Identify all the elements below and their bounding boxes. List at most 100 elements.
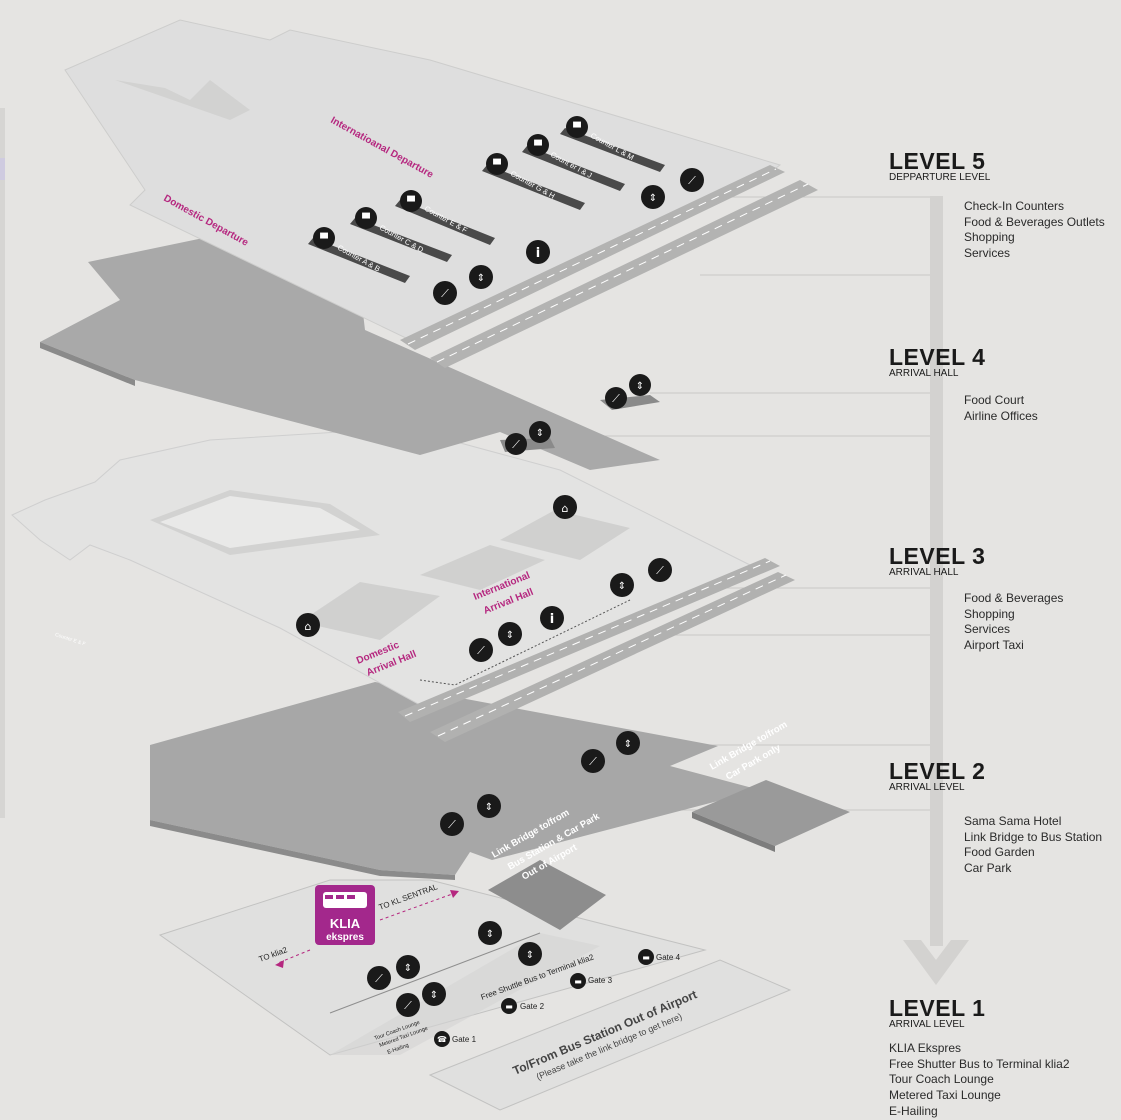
- level-3-heading: LEVEL 3 ARRIVAL HALL: [889, 545, 985, 579]
- level-5-list: Check-In Counters Food & Beverages Outle…: [964, 199, 1105, 262]
- information-icon[interactable]: i: [540, 606, 564, 630]
- level-1-item: Metered Taxi Lounge: [889, 1088, 1001, 1103]
- gate2-label: Gate 2: [520, 1002, 545, 1011]
- escalator-icon[interactable]: ⟋: [433, 281, 457, 305]
- gate3-label: Gate 3: [588, 976, 613, 985]
- check-in-counter-icon[interactable]: ▀: [566, 116, 588, 138]
- surau-icon[interactable]: ⌂: [553, 495, 577, 519]
- level-4-item: Food Court: [964, 393, 1025, 407]
- check-in-counter-icon[interactable]: ▀: [527, 134, 549, 156]
- klia-ekspres-logo: KLIA ekspres: [315, 885, 375, 945]
- level-4-list: Food Court Airline Offices: [964, 393, 1038, 424]
- svg-text:⌂: ⌂: [305, 620, 312, 633]
- svg-text:▀: ▀: [406, 195, 415, 208]
- check-in-counter-icon[interactable]: ▀: [313, 227, 335, 249]
- level-2-item: Link Bridge to Bus Station: [964, 829, 1103, 844]
- level-4-subtitle: ARRIVAL HALL: [889, 368, 959, 379]
- level-5-item: Check-In Counters: [964, 199, 1065, 213]
- level-5-subtitle: DEPPARTURE LEVEL: [889, 172, 991, 183]
- lift-icon[interactable]: ⇕: [396, 955, 420, 979]
- check-in-counter-icon[interactable]: ▀: [400, 190, 422, 212]
- svg-text:⇕: ⇕: [618, 581, 626, 592]
- check-in-counter-icon[interactable]: ▀: [355, 207, 377, 229]
- level-4-item: Airline Offices: [964, 408, 1038, 423]
- escalator-icon[interactable]: ⟋: [367, 966, 391, 990]
- svg-text:⇕: ⇕: [649, 193, 657, 204]
- level-2-list: Sama Sama Hotel Link Bridge to Bus Stati…: [964, 814, 1102, 877]
- level-4-title: LEVEL 4: [889, 344, 986, 370]
- level-1-item: KLIA Ekspres: [889, 1041, 962, 1055]
- svg-text:⇕: ⇕: [486, 929, 494, 940]
- level-5-heading: LEVEL 5 DEPPARTURE LEVEL: [889, 150, 990, 184]
- level-1-title: LEVEL 1: [889, 995, 986, 1021]
- svg-text:⇕: ⇕: [506, 630, 514, 641]
- bus-icon[interactable]: ▬: [570, 973, 586, 989]
- bus-icon[interactable]: ▬: [501, 998, 517, 1014]
- level-3-floor: [11, 427, 795, 742]
- gate4-label: Gate 4: [656, 953, 681, 962]
- taxi-icon[interactable]: ☎: [434, 1031, 450, 1047]
- svg-text:▬: ▬: [642, 953, 650, 962]
- level-guide-bar: [930, 196, 943, 946]
- escalator-icon[interactable]: ⟋: [648, 558, 672, 582]
- level-3-item: Shopping: [964, 606, 1015, 621]
- escalator-icon[interactable]: ⟋: [396, 993, 420, 1017]
- lift-icon[interactable]: ⇕: [610, 573, 634, 597]
- escalator-icon[interactable]: ⟋: [469, 638, 493, 662]
- level-2-item: Sama Sama Hotel: [964, 814, 1062, 828]
- svg-text:⇕: ⇕: [485, 802, 493, 813]
- svg-text:▀: ▀: [319, 232, 328, 245]
- lift-icon[interactable]: ⇕: [422, 982, 446, 1006]
- check-in-counter-icon[interactable]: ▀: [486, 153, 508, 175]
- level-3-list: Food & Beverages Shopping Services Airpo…: [964, 591, 1063, 654]
- lift-icon[interactable]: ⇕: [478, 921, 502, 945]
- svg-text:⟋: ⟋: [688, 174, 696, 187]
- information-icon[interactable]: i: [526, 240, 550, 264]
- level-1-heading: LEVEL 1 ARRIVAL LEVEL: [889, 997, 985, 1031]
- svg-text:⟋: ⟋: [477, 644, 485, 657]
- lift-icon[interactable]: ⇕: [498, 622, 522, 646]
- level-3-item: Food & Beverages: [964, 591, 1064, 605]
- svg-text:⇕: ⇕: [477, 273, 485, 284]
- svg-text:⇕: ⇕: [430, 990, 438, 1001]
- level-3-item: Airport Taxi: [964, 638, 1024, 653]
- lift-icon[interactable]: ⇕: [529, 421, 551, 443]
- level-3-subtitle: ARRIVAL HALL: [889, 567, 959, 578]
- level-5-item: Shopping: [964, 230, 1015, 245]
- svg-text:⟋: ⟋: [448, 818, 456, 831]
- logo-line1: KLIA: [330, 916, 361, 931]
- escalator-icon[interactable]: ⟋: [680, 168, 704, 192]
- lift-icon[interactable]: ⇕: [477, 794, 501, 818]
- level-2-subtitle: ARRIVAL LEVEL: [889, 782, 965, 793]
- level-5-item: Food & Beverages Outlets: [964, 214, 1105, 229]
- lift-icon[interactable]: ⇕: [629, 374, 651, 396]
- level-1-item: E-Hailing: [889, 1103, 938, 1118]
- escalator-icon[interactable]: ⟋: [440, 812, 464, 836]
- svg-text:⇕: ⇕: [536, 428, 544, 439]
- svg-text:☎: ☎: [437, 1035, 447, 1044]
- svg-text:⟋: ⟋: [512, 438, 520, 451]
- bus-icon[interactable]: ▬: [638, 949, 654, 965]
- svg-text:⇕: ⇕: [526, 950, 534, 961]
- level-1-subtitle: ARRIVAL LEVEL: [889, 1019, 965, 1030]
- level-5-floor: [64, 19, 818, 368]
- level-2-title: LEVEL 2: [889, 758, 986, 784]
- svg-text:⟋: ⟋: [656, 564, 664, 577]
- svg-text:⟋: ⟋: [612, 392, 620, 405]
- lift-icon[interactable]: ⇕: [616, 731, 640, 755]
- lift-icon[interactable]: ⇕: [518, 942, 542, 966]
- escalator-icon[interactable]: ⟋: [581, 749, 605, 773]
- svg-text:▬: ▬: [574, 977, 582, 986]
- surau-icon[interactable]: ⌂: [296, 613, 320, 637]
- svg-text:⟋: ⟋: [375, 972, 383, 985]
- svg-text:⇕: ⇕: [624, 739, 632, 750]
- level-4-heading: LEVEL 4 ARRIVAL HALL: [889, 346, 985, 380]
- level-1-item: Tour Coach Lounge: [889, 1072, 994, 1087]
- escalator-icon[interactable]: ⟋: [505, 433, 527, 455]
- side-panel-strip: [0, 108, 5, 818]
- svg-text:▀: ▀: [533, 139, 542, 152]
- escalator-icon[interactable]: ⟋: [605, 387, 627, 409]
- lift-icon[interactable]: ⇕: [469, 265, 493, 289]
- lift-icon[interactable]: ⇕: [641, 185, 665, 209]
